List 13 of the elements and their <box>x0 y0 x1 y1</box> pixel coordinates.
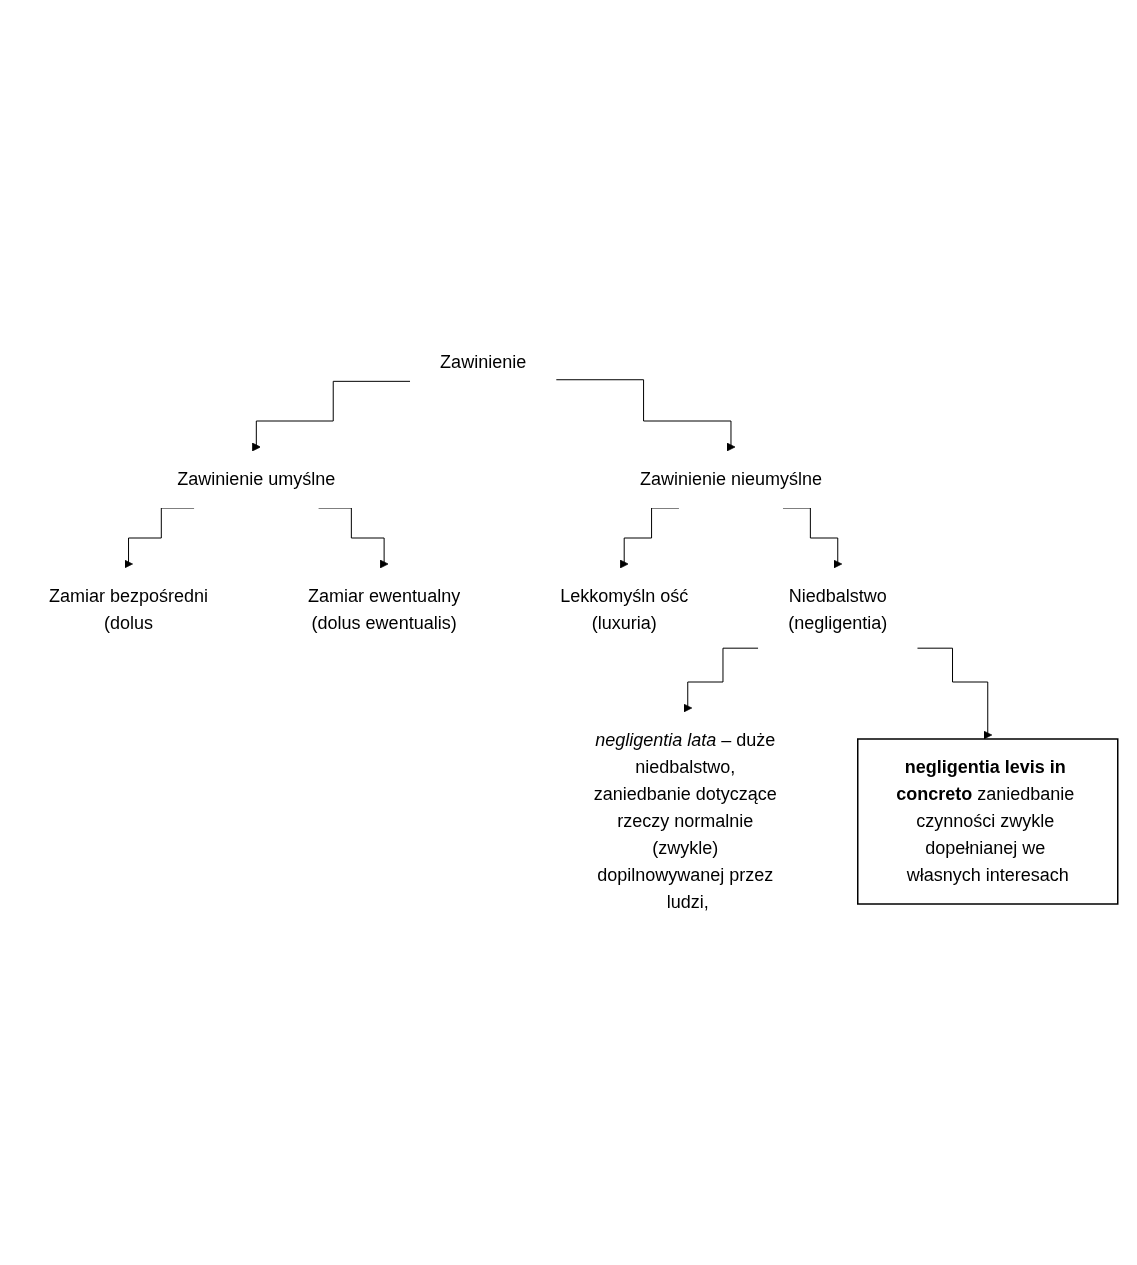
node-text: Zawinienie nieumyślne <box>640 469 823 489</box>
node-box: negligentia levis in concreto zaniedbanie czynności zwykle dopełnianej we własnych interesach <box>857 738 1119 905</box>
node-text: Zawinienie <box>440 352 527 372</box>
node-text: negligentia lata – duże niedbalstwo, zaniedbanie dotyczące rzeczy normalnie (zwykle) dopilnowywanej przez ludzi, <box>593 730 777 912</box>
node-text: Zawinienie umyślne <box>177 469 336 489</box>
node-text: Zamiar ewentualny (dolus ewentualis) <box>308 586 461 633</box>
node-text: Lekkomyśln ość (luxuria) <box>560 586 689 633</box>
node-text: Zamiar bezpośredni (dolus <box>49 586 209 633</box>
arrow <box>252 380 411 452</box>
arrow <box>916 647 993 740</box>
arrow <box>683 647 759 713</box>
arrow <box>555 379 736 452</box>
node-text: Niedbalstwo (negligentia) <box>788 586 888 633</box>
